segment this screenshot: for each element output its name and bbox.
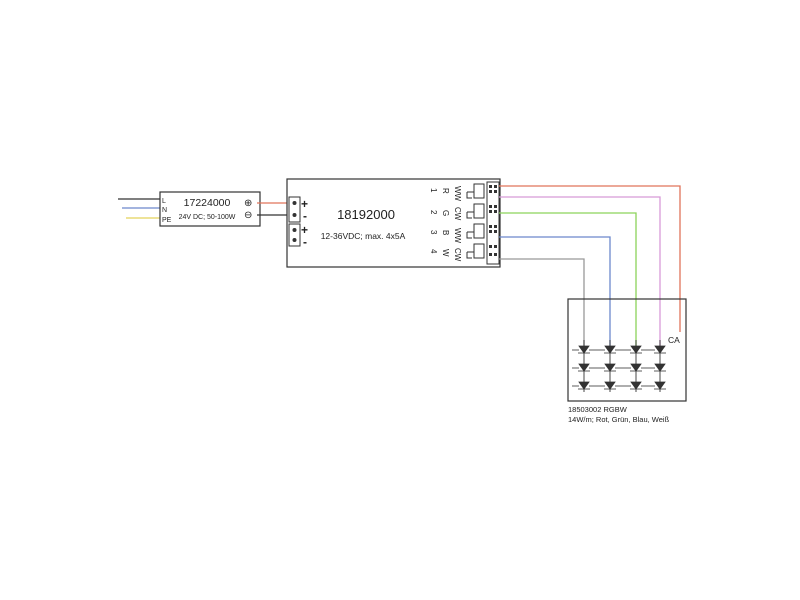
strip-part-number: 18503002 RGBW: [568, 405, 628, 414]
channel-3-labels: 3 B WW: [429, 228, 462, 244]
channel-2-color: G: [441, 210, 450, 216]
led-row-1: [572, 345, 666, 354]
psu-input-label-pe: PE: [162, 217, 172, 224]
wire-channel-3-blue: [499, 236, 611, 346]
power-supply: L N PE 17224000 24V DC; 50-100W ⊕ ⊖: [159, 191, 261, 227]
led-diode-icon: [654, 363, 666, 372]
led-strip-box: [567, 298, 687, 402]
led-diode-icon: [630, 345, 642, 354]
psu-input-label-n: N: [162, 207, 167, 214]
channel-4-num: 4: [429, 249, 438, 254]
mains-wires: [118, 198, 163, 219]
psu-spec: 24V DC; 50-100W: [179, 214, 236, 221]
led-diode-icon: [578, 363, 590, 372]
channel-3-white: WW: [453, 228, 462, 244]
output-terminal-block: [486, 181, 500, 265]
controller-minus-label: -: [303, 209, 307, 223]
channel-1-labels: 1 R WW: [429, 186, 462, 202]
led-row-3: [572, 381, 666, 390]
channel-4-white: CW: [453, 248, 462, 262]
wire-channel-2-green: [499, 212, 637, 346]
led-diode-icon: [630, 363, 642, 372]
controller-minus-label-2: -: [303, 235, 307, 249]
controller-box: [286, 178, 501, 268]
psu-part-number: 17224000: [184, 197, 231, 209]
channel-3-num: 3: [429, 230, 438, 235]
led-diode-icon: [654, 345, 666, 354]
channel-1-white: WW: [453, 186, 462, 202]
channel-3-color: B: [441, 230, 450, 235]
controller-spec: 12-36VDC; max. 4x5A: [321, 231, 406, 241]
psu-plus-terminal-icon: ⊕: [244, 198, 252, 209]
wire-channel-4-gray: [499, 258, 585, 346]
channel-2-num: 2: [429, 210, 438, 215]
psu-minus-terminal-icon: ⊖: [244, 210, 252, 221]
common-anode-label: CA: [668, 335, 680, 345]
output-wires: [499, 185, 681, 346]
led-row-2: [572, 363, 666, 372]
dip-switches: [466, 183, 485, 259]
led-diode-icon: [630, 381, 642, 390]
channel-1-num: 1: [429, 188, 438, 193]
channel-2-white: CW: [453, 207, 462, 221]
controller-plus-label: +: [301, 197, 308, 211]
led-diode-icon: [604, 381, 616, 390]
wire-channel-1-pink: [499, 196, 661, 346]
controller-plus-label-2: +: [301, 223, 308, 237]
psu-box: [159, 191, 261, 227]
led-diode-icon: [578, 345, 590, 354]
psu-input-label-l: L: [162, 198, 166, 205]
led-strip: CA: [567, 298, 687, 424]
controller-input-terminals: [288, 196, 301, 247]
channel-2-labels: 2 G CW: [429, 207, 462, 221]
channel-1-color: R: [441, 188, 450, 194]
led-diode-icon: [604, 345, 616, 354]
led-diode-icon: [604, 363, 616, 372]
channel-4-labels: 4 W CW: [429, 248, 462, 262]
strip-spec: 14W/m; Rot, Grün, Blau, Weiß: [568, 415, 670, 424]
led-diode-icon: [654, 381, 666, 390]
led-diode-icon: [578, 381, 590, 390]
channel-4-color: W: [441, 249, 450, 257]
controller-part-number: 18192000: [337, 207, 395, 222]
wire-common-red: [499, 185, 681, 332]
controller: + - + - 18192000 12-36VDC; max. 4x5A 1 R…: [286, 178, 501, 268]
